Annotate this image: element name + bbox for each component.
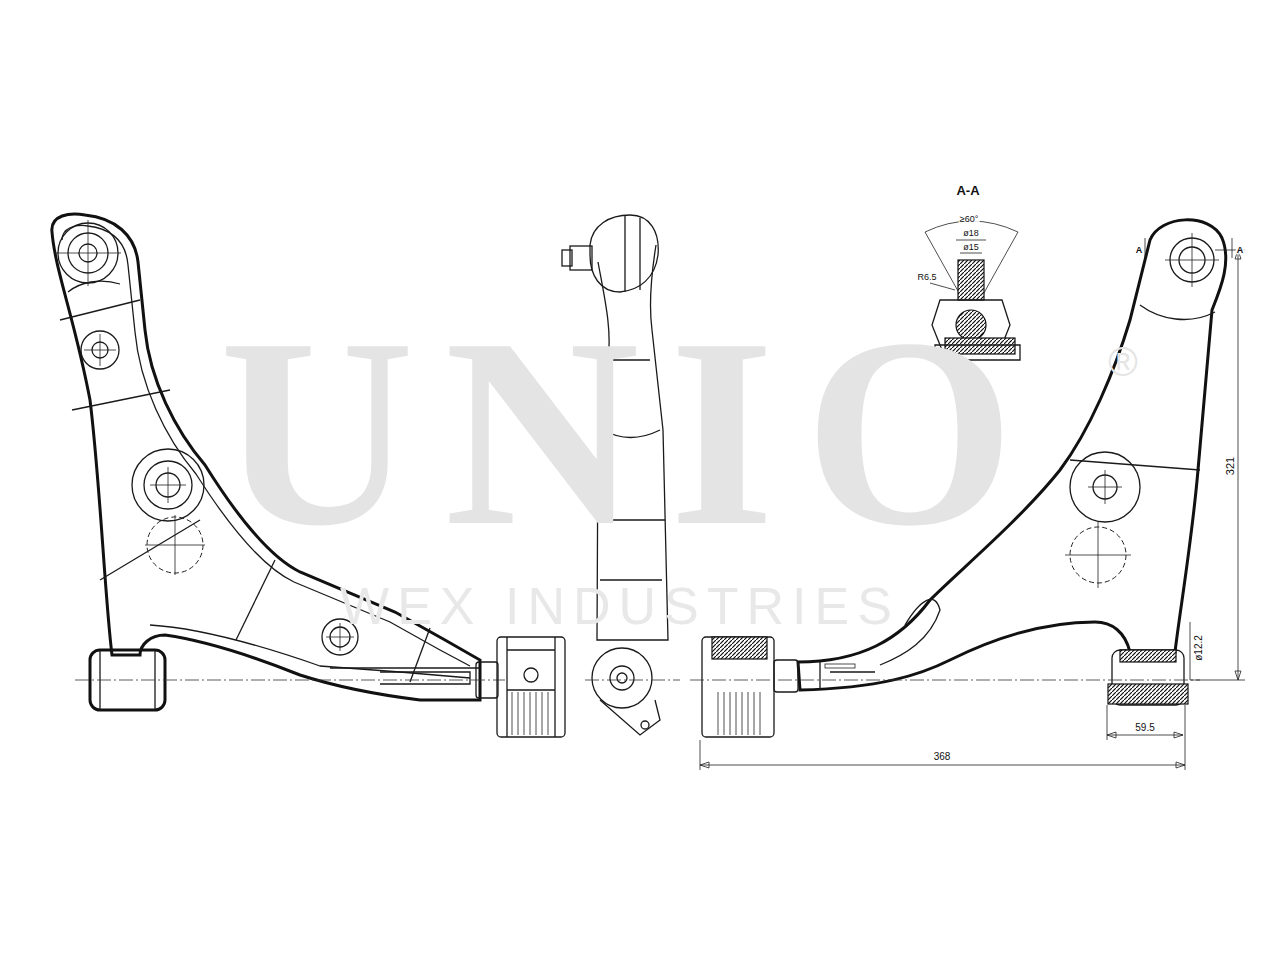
front-view-arm-line xyxy=(236,560,275,640)
watermark: ® xyxy=(1108,342,1137,382)
top-view-arm-line xyxy=(1120,650,1176,662)
dimension-lines-line xyxy=(1190,622,1191,680)
dimension-text: ø18 xyxy=(962,229,980,238)
dimension-text: ø12.2 xyxy=(1194,634,1204,662)
top-view-arm-line xyxy=(820,662,875,690)
side-view-arm-line xyxy=(625,215,640,292)
side-view-arm-line xyxy=(585,680,680,681)
dimension-lines-line xyxy=(700,762,1185,768)
dimension-text: 321 xyxy=(1225,456,1236,476)
section-marker: A xyxy=(1135,246,1144,255)
dimension-lines-line xyxy=(1107,705,1183,740)
top-view-arm-line xyxy=(825,664,855,668)
section-a-a-line xyxy=(956,240,986,253)
section-label: A-A xyxy=(955,184,980,197)
side-view-arm-line xyxy=(592,648,652,708)
front-view-arm-line xyxy=(150,625,470,678)
top-view-arm-line xyxy=(702,637,774,737)
dimension-text: R6.5 xyxy=(916,273,937,282)
top-view-arm-line xyxy=(690,680,1200,681)
top-view-arm-line xyxy=(1140,305,1215,319)
side-view-arm-line xyxy=(497,637,565,737)
dimension-text: ≥60° xyxy=(959,215,980,224)
top-view-arm-line xyxy=(1065,233,1219,588)
dimension-text: ø15 xyxy=(962,243,980,252)
section-a-a-line xyxy=(925,232,1018,300)
watermark: WEX INDUSTRIES xyxy=(340,580,900,632)
front-view-arm-line xyxy=(72,390,170,410)
dimension-lines-line xyxy=(1235,250,1241,680)
front-view-arm-line xyxy=(60,300,140,320)
side-view-arm-line xyxy=(524,668,538,682)
front-view-arm-line xyxy=(380,672,470,684)
top-view-arm-line xyxy=(712,637,767,659)
dimension-text: 59.5 xyxy=(1134,723,1155,733)
top-view-arm-line xyxy=(718,692,760,735)
top-view-arm-line xyxy=(774,660,798,692)
front-view-arm-line xyxy=(330,667,480,668)
front-view-arm-line xyxy=(75,680,505,681)
section-a-a-line xyxy=(958,260,984,300)
side-view-arm-line xyxy=(512,692,548,735)
top-view-arm-line xyxy=(1108,684,1188,704)
side-view-arm-line xyxy=(507,637,555,737)
side-view-arm-line xyxy=(570,246,592,270)
watermark: UNIO xyxy=(219,297,1044,567)
section-a-a-line xyxy=(930,283,955,290)
side-view-arm-line xyxy=(610,666,634,690)
side-view-arm-line xyxy=(641,721,649,729)
dimension-lines-line xyxy=(1145,238,1232,258)
side-view-arm-line xyxy=(562,250,572,266)
dimension-text: 368 xyxy=(933,752,952,762)
side-view-arm-line xyxy=(617,673,627,683)
side-view-arm-line xyxy=(600,700,660,735)
side-view-arm-line xyxy=(590,215,658,292)
section-marker: A xyxy=(1236,246,1245,255)
dimension-lines-line xyxy=(1190,250,1245,680)
dimension-lines-line xyxy=(700,705,1185,770)
